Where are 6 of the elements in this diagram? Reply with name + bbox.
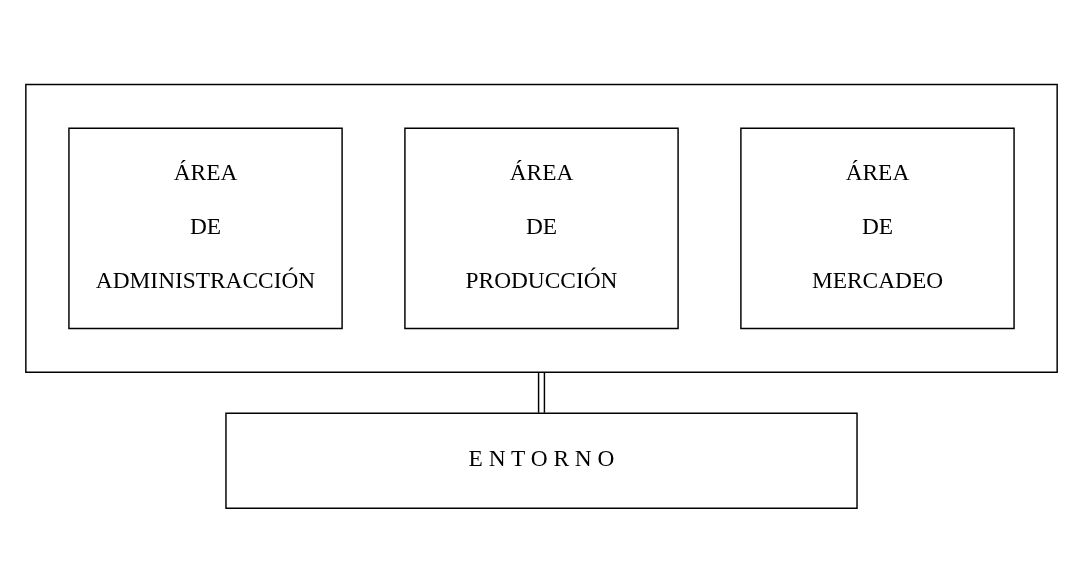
connector [537,371,546,414]
node-box: ÁREA DE MERCADEO [740,127,1015,330]
node-box: ÁREA DE PRODUCCIÓN [404,127,679,330]
cluster [25,83,1058,374]
node-box: E N T O R N O [225,412,858,509]
node-box: ÁREA DE ADMINISTRACCIÓN [68,127,343,330]
